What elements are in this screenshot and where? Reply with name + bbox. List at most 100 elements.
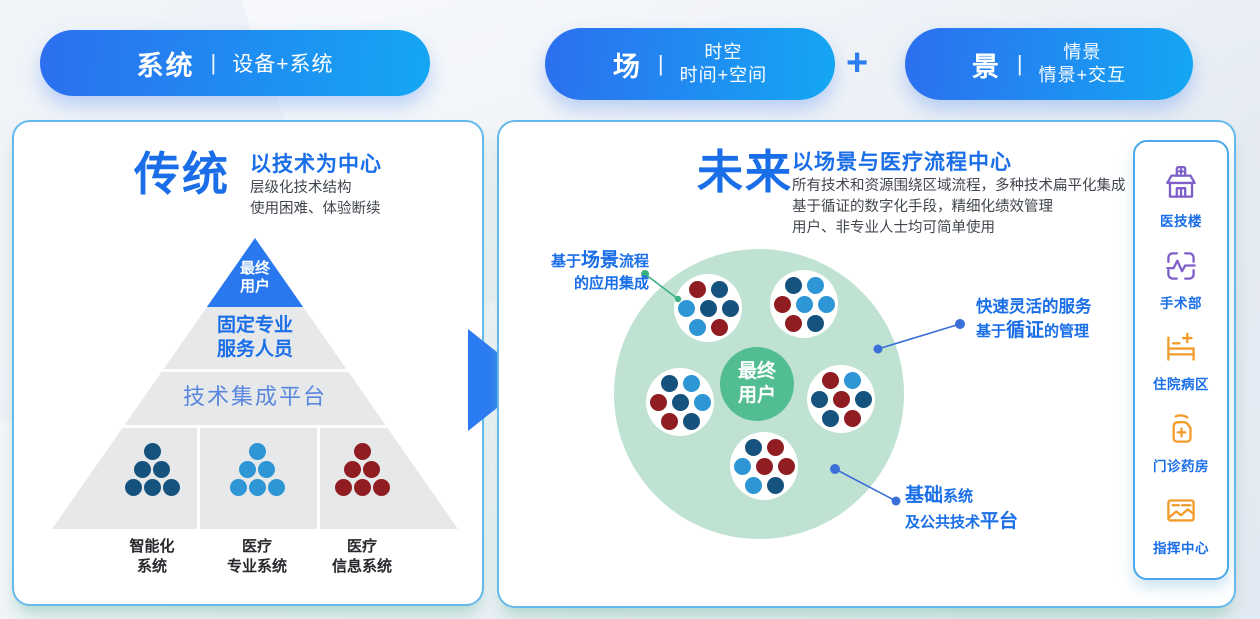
column-label-intelligent-systems: 智能化 系统 xyxy=(129,538,175,575)
system-dot xyxy=(795,295,813,313)
system-dot xyxy=(693,393,711,411)
system-dot xyxy=(810,390,828,408)
future-subtitle: 以场景与医疗流程中心 xyxy=(792,151,1012,174)
annotation-scene-flow-line2: 的应用集成 xyxy=(573,274,649,292)
system-dot xyxy=(660,412,678,430)
sidebar-item-label: 医技楼 xyxy=(1160,213,1202,229)
system-dot xyxy=(353,479,371,496)
system-dot xyxy=(710,318,728,336)
pill-scene-subtitle: 情景 情景+交互 xyxy=(1039,41,1127,88)
system-dot xyxy=(733,457,751,475)
column-label-medical-professional-systems: 医疗 专业系统 xyxy=(226,538,287,575)
pill-field: 场 | 时空 时间+空间 xyxy=(545,28,835,100)
annotation-agile-service-line2: 基于循证的管理 xyxy=(976,320,1090,342)
annotation-base-platform: 基础系统 及公共技术平台 xyxy=(905,483,1115,534)
annotation-agile-service: 快速灵活的服务 基于循证的管理 xyxy=(976,296,1186,344)
end-user-circle: 最终 用户 xyxy=(720,347,794,421)
system-dot xyxy=(817,295,835,313)
future-panel: 未来 以场景与医疗流程中心 所有技术和资源围绕区域流程，多种技术扁平化集成 基于… xyxy=(497,120,1236,608)
system-dot xyxy=(806,276,824,294)
pill-scene-line2: 情景+交互 xyxy=(1038,65,1127,85)
technology-pyramid: 最终 用户 固定专业 服务人员 技术集成平台 xyxy=(52,238,458,529)
system-dot xyxy=(660,374,678,392)
pill-scene-line1: 情景 xyxy=(1063,41,1102,62)
system-dot xyxy=(699,299,717,317)
system-dot xyxy=(688,280,706,298)
system-dot xyxy=(755,457,773,475)
system-dot xyxy=(688,318,706,336)
dot-triangle-intelligent xyxy=(122,443,182,497)
pyramid-column-divider xyxy=(197,425,200,529)
annotation-agile-service-line1: 快速灵活的服务 xyxy=(976,298,1092,316)
system-dot xyxy=(134,461,151,478)
system-dot xyxy=(744,438,762,456)
sidebar-item-command-center: 指挥中心 xyxy=(1153,490,1209,557)
traditional-title: 传统 xyxy=(134,148,230,200)
system-dot xyxy=(229,479,247,496)
system-dot xyxy=(353,443,371,460)
system-dot xyxy=(363,461,380,478)
surgery-pulse-icon xyxy=(1160,245,1202,287)
system-dot xyxy=(143,479,161,496)
pill-field-title: 场 xyxy=(612,51,642,82)
system-dot xyxy=(843,409,861,427)
system-dot xyxy=(773,295,791,313)
system-dot xyxy=(821,371,839,389)
sidebar-item-label: 指挥中心 xyxy=(1153,541,1209,557)
system-dot xyxy=(162,479,180,496)
future-description: 所有技术和资源围绕区域流程，多种技术扁平化集成 基于循证的数字化手段，精细化绩效… xyxy=(792,178,1126,237)
traditional-panel: 传统 以技术为中心 层级化技术结构 使用困难、体验断续 最终 用户 固定专业 服… xyxy=(12,120,484,606)
sidebar-item-outpatient-pharmacy: 门诊药房 xyxy=(1153,408,1209,475)
pyramid-end-user-label: 最终 用户 xyxy=(239,260,270,295)
system-dot xyxy=(267,479,285,496)
system-dot xyxy=(248,443,266,460)
system-dot xyxy=(671,393,689,411)
pyramid-divider xyxy=(52,425,458,428)
system-dot xyxy=(344,461,361,478)
system-dot xyxy=(677,299,695,317)
system-dot xyxy=(832,390,850,408)
system-dot xyxy=(806,314,824,332)
system-dot xyxy=(784,276,802,294)
sidebar-item-label: 住院病区 xyxy=(1153,377,1209,393)
traditional-subtitle: 以技术为中心 xyxy=(250,153,382,176)
system-dot xyxy=(721,299,739,317)
system-dot xyxy=(258,461,275,478)
pyramid-divider xyxy=(52,369,458,372)
pill-divider: | xyxy=(1016,51,1023,76)
dot-triangle-medical-pro xyxy=(227,443,287,497)
hospital-areas-sidebar: 医技楼 手术部 xyxy=(1133,140,1229,580)
sidebar-item-inpatient-ward: 住院病区 xyxy=(1153,326,1209,393)
medicine-bottle-icon xyxy=(1160,408,1202,450)
system-dot xyxy=(766,438,784,456)
pill-system-title: 系统 xyxy=(136,50,195,81)
system-dot xyxy=(248,479,266,496)
traditional-description: 层级化技术结构 使用困难、体验断续 xyxy=(250,180,381,218)
system-dot xyxy=(124,479,142,496)
pyramid-platform-label: 技术集成平台 xyxy=(182,384,327,409)
annotation-scene-flow: 基于场景流程 的应用集成 xyxy=(503,248,649,294)
system-dot xyxy=(239,461,256,478)
system-dot xyxy=(843,371,861,389)
system-cluster xyxy=(770,270,838,338)
pill-divider: | xyxy=(657,51,664,76)
sidebar-item-surgery-dept: 手术部 xyxy=(1160,245,1202,312)
annotation-scene-flow-line1: 基于场景流程 xyxy=(550,250,649,271)
system-dot xyxy=(710,280,728,298)
annotation-base-platform-line2: 及公共技术平台 xyxy=(905,510,1019,532)
dot-triangle-medical-info xyxy=(332,443,392,497)
system-dot xyxy=(682,412,700,430)
column-label-medical-information-systems: 医疗 信息系统 xyxy=(331,538,392,575)
pyramid-staff-label: 固定专业 服务人员 xyxy=(216,315,293,360)
system-dot xyxy=(777,457,795,475)
system-dot xyxy=(821,409,839,427)
pill-field-line1: 时空 xyxy=(704,41,743,62)
pill-field-line2: 时间+空间 xyxy=(679,65,768,85)
sidebar-item-label: 门诊药房 xyxy=(1153,459,1209,475)
system-dot xyxy=(143,443,161,460)
system-dot xyxy=(649,393,667,411)
pill-system: 系统 | 设备+系统 xyxy=(40,30,430,96)
system-dot xyxy=(334,479,352,496)
pyramid-column-divider xyxy=(317,425,320,529)
